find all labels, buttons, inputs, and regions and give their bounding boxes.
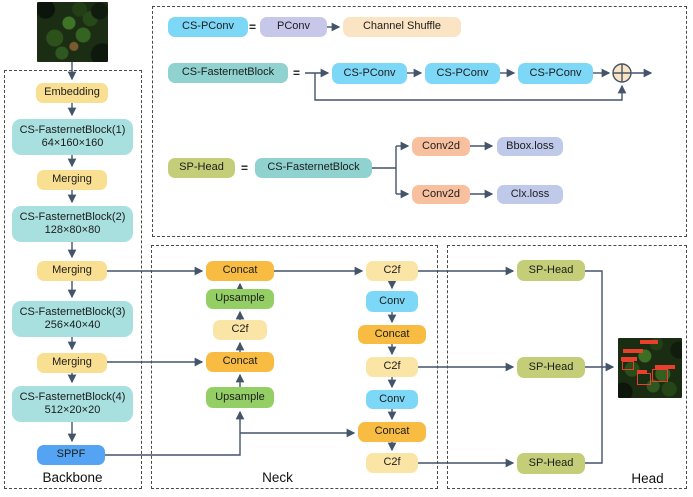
- legend-node-bbox-loss: Bbox.loss: [497, 137, 563, 156]
- legend-node-cs-pconv-1: CS-PConv: [332, 63, 407, 84]
- neck-node-concat-2: Concat: [206, 352, 274, 372]
- backbone-block-1: CS-FasternetBlock(1) 64×160×160: [12, 119, 133, 155]
- neck-node-conv-r2: Conv: [366, 390, 418, 409]
- block2-title: CS-FasternetBlock(2): [19, 210, 126, 223]
- backbone-block-3: CS-FasternetBlock(3) 256×40×40: [12, 301, 133, 337]
- backbone-block-2: CS-FasternetBlock(2) 128×80×80: [12, 206, 133, 242]
- block2-dims: 128×80×80: [44, 224, 101, 236]
- legend-node-conv2d-2: Conv2d: [412, 185, 470, 204]
- backbone-node-merging-2: Merging: [37, 261, 107, 281]
- head-node-sp-head-3: SP-Head: [517, 453, 585, 474]
- head-section-box: [447, 245, 687, 489]
- block1-title: CS-FasternetBlock(1): [19, 123, 126, 136]
- legend-node-channel-shuffle: Channel Shuffle: [343, 17, 461, 37]
- legend-node-cs-pconv-3: CS-PConv: [518, 63, 593, 84]
- output-image: [618, 338, 682, 398]
- backbone-section-box: [4, 70, 142, 489]
- block1-dims: 64×160×160: [41, 137, 104, 149]
- legend-node-cs-fasternetblock: CS-FasternetBlock: [168, 63, 288, 83]
- block4-dims: 512×20×20: [44, 404, 101, 416]
- backbone-label: Backbone: [42, 470, 103, 485]
- detection-label: [621, 357, 637, 361]
- head-node-sp-head-2: SP-Head: [517, 357, 585, 378]
- legend-node-sp-head: SP-Head: [168, 158, 235, 178]
- neck-label: Neck: [262, 470, 293, 485]
- detection-label: [637, 370, 647, 373]
- neck-node-upsample-2: Upsample: [206, 387, 274, 408]
- neck-node-c2f-r2: C2f: [366, 357, 418, 377]
- backbone-node-sppf: SPPF: [37, 445, 105, 465]
- block3-title: CS-FasternetBlock(3): [19, 305, 126, 318]
- backbone-node-embedding: Embedding: [36, 83, 108, 103]
- neck-section-box: [151, 245, 438, 489]
- neck-node-concat-r2: Concat: [358, 422, 426, 442]
- neck-node-c2f-r3: C2f: [366, 453, 418, 473]
- backbone-node-merging-3: Merging: [37, 353, 107, 373]
- neck-node-c2f-left: C2f: [213, 320, 267, 340]
- neck-node-conv-r1: Conv: [366, 291, 418, 312]
- neck-node-concat-1: Concat: [206, 261, 274, 281]
- legend-node-cs-pconv: CS-PConv: [168, 17, 248, 37]
- head-node-sp-head-1: SP-Head: [517, 260, 585, 281]
- detection-label: [640, 340, 658, 344]
- detection-box: [652, 369, 668, 382]
- legend-node-clx-loss: Clx.loss: [497, 185, 563, 204]
- legend-node-cs-fasternetblock-2: CS-FasternetBlock: [255, 158, 372, 178]
- neck-node-upsample-1: Upsample: [206, 289, 274, 309]
- detection-label: [655, 365, 675, 369]
- backbone-block-4: CS-FasternetBlock(4) 512×20×20: [12, 386, 133, 422]
- detection-label: [623, 349, 643, 353]
- equals-sign-3: =: [241, 161, 249, 175]
- backbone-node-merging-1: Merging: [37, 170, 107, 190]
- equals-sign-2: =: [293, 66, 301, 80]
- neck-node-c2f-r1: C2f: [366, 261, 418, 281]
- detection-box: [637, 373, 651, 385]
- legend-section-box: [152, 6, 687, 237]
- block4-title: CS-FasternetBlock(4): [19, 390, 126, 403]
- input-image: [37, 2, 108, 62]
- equals-sign-1: =: [249, 20, 257, 34]
- head-label: Head: [631, 471, 664, 486]
- neck-node-concat-r1: Concat: [358, 325, 426, 344]
- legend-node-cs-pconv-2: CS-PConv: [425, 63, 500, 84]
- legend-node-conv2d-1: Conv2d: [412, 137, 470, 156]
- block3-dims: 256×40×40: [44, 319, 101, 331]
- legend-node-pconv: PConv: [260, 17, 327, 37]
- detection-box: [622, 361, 634, 370]
- sum-junction-icon: [612, 63, 632, 83]
